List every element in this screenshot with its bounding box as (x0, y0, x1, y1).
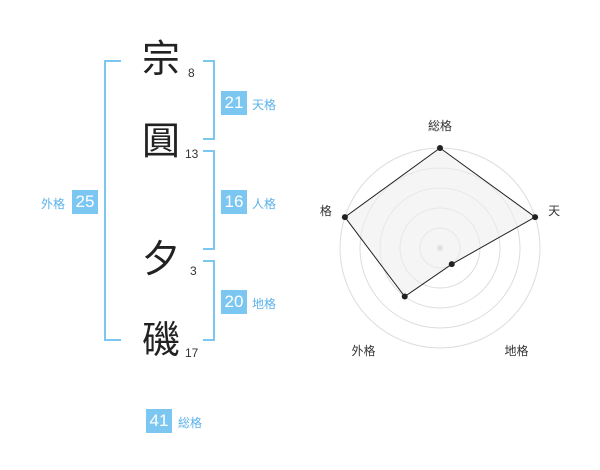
stroke-count-2: 13 (185, 147, 199, 161)
gaikaku-bracket (104, 60, 121, 341)
tenkaku-label: 天格 (252, 98, 277, 112)
name-char-2: 圓 (142, 119, 181, 163)
radar-axis-label-4: 外格 (351, 343, 375, 358)
name-char-3: 夕 (142, 237, 181, 281)
chikaku-bracket (203, 260, 215, 341)
stroke-count-3: 3 (190, 264, 197, 278)
soukaku-value-badge: 41 (146, 409, 172, 433)
stroke-count-1: 8 (188, 66, 195, 80)
radar-axis-label-1: 総格 (428, 118, 452, 133)
jinkaku-label: 人格 (252, 197, 277, 211)
name-char-1: 宗 (142, 37, 181, 81)
tenkaku-bracket (203, 60, 215, 140)
stroke-count-4: 17 (185, 346, 199, 360)
jinkaku-value-badge: 16 (221, 190, 247, 214)
radar-axis-label-5: 人格 (320, 203, 332, 218)
radar-point-5 (341, 214, 348, 221)
radar-axis-label-3: 地格 (505, 343, 529, 358)
gaikaku-label: 外格 (41, 197, 66, 211)
radar-point-3 (448, 261, 455, 268)
soukaku-label: 総格 (178, 416, 203, 430)
radar-point-2 (532, 214, 539, 221)
name-char-4: 磯 (142, 318, 181, 362)
radar-chart: 総格天格地格 外格 人格 (320, 118, 560, 358)
jinkaku-bracket (203, 150, 215, 250)
gaikaku-value-badge: 25 (72, 190, 98, 214)
chikaku-label: 地格 (252, 297, 277, 311)
chikaku-value-badge: 20 (221, 290, 247, 314)
radar-point-4 (401, 293, 408, 300)
tenkaku-value-badge: 21 (221, 91, 247, 115)
radar-data-polygon (344, 147, 537, 298)
radar-point-1 (437, 145, 443, 151)
radar-axis-label-2: 天格 (548, 203, 560, 218)
